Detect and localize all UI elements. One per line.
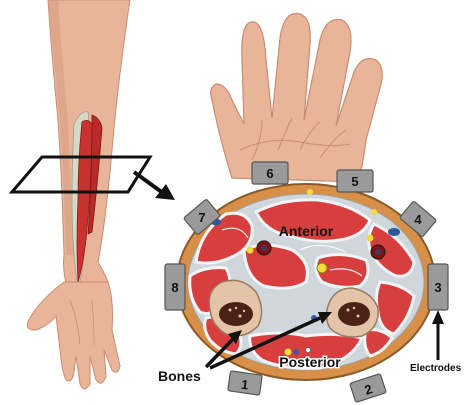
ulna-bone: [209, 280, 261, 335]
section-arrow: [134, 172, 175, 200]
electrode-5: 5: [337, 170, 373, 192]
forearm-illustration: [27, 0, 130, 389]
posterior-label: Posterior: [279, 354, 341, 370]
svg-text:5: 5: [351, 174, 358, 189]
bones-label: Bones: [158, 368, 201, 384]
svg-text:3: 3: [434, 280, 441, 295]
hand-illustration: [211, 14, 383, 183]
svg-text:4: 4: [414, 212, 422, 227]
electrode-1: 1: [228, 371, 262, 395]
electrode-8: 8: [165, 264, 185, 310]
electrode-2: 2: [350, 374, 387, 403]
anterior-label: Anterior: [279, 223, 334, 239]
svg-text:6: 6: [266, 166, 273, 181]
electrodes-label: Electrodes: [410, 363, 462, 374]
electrode-3: 3: [428, 264, 448, 310]
electrodes-pointer-arrow: [432, 310, 444, 360]
svg-text:7: 7: [198, 210, 205, 225]
electrode-6: 6: [252, 162, 288, 184]
svg-text:8: 8: [171, 280, 178, 295]
